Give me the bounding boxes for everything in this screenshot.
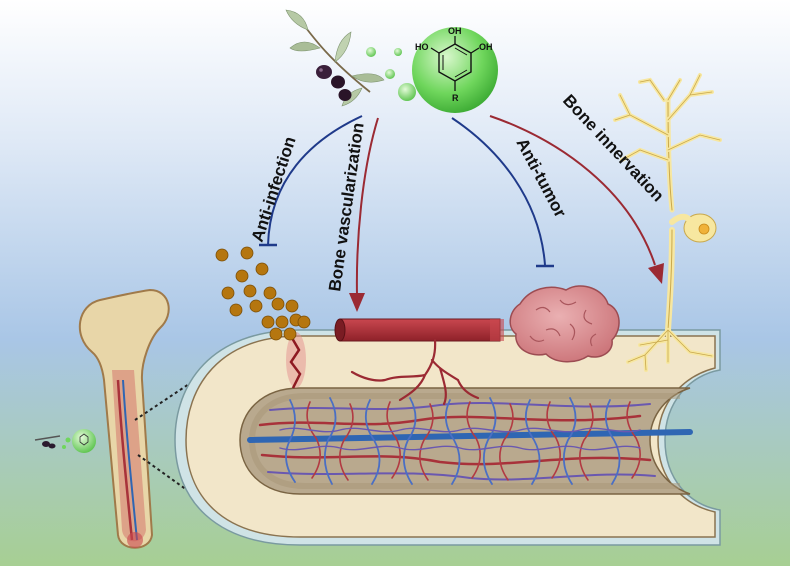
arrow-anti-tumor <box>451 117 554 268</box>
arrow-anti-infection <box>259 115 363 247</box>
bacteria-icon <box>215 246 311 341</box>
arrow-bone-vascularization <box>349 117 379 312</box>
femur-icon <box>78 288 170 549</box>
molecule-r-group: R <box>452 93 459 103</box>
floating-sphere-decoration <box>366 47 416 101</box>
marrow-vascular-network <box>247 397 693 485</box>
mini-olive-molecule-icon <box>34 429 96 453</box>
olive-branch-icon <box>285 9 385 107</box>
molecule-oh-top: OH <box>448 26 462 36</box>
infected-fracture-site <box>286 332 306 389</box>
tumor-icon <box>509 285 620 363</box>
neuron-icon <box>613 73 722 372</box>
arrow-bone-innervation <box>489 115 664 284</box>
polyphenol-molecule-icon: OH HO OH R <box>412 26 498 113</box>
blood-vessel-icon <box>334 318 504 406</box>
molecule-oh-left: HO <box>415 42 429 52</box>
molecule-oh-right: OH <box>479 42 493 52</box>
